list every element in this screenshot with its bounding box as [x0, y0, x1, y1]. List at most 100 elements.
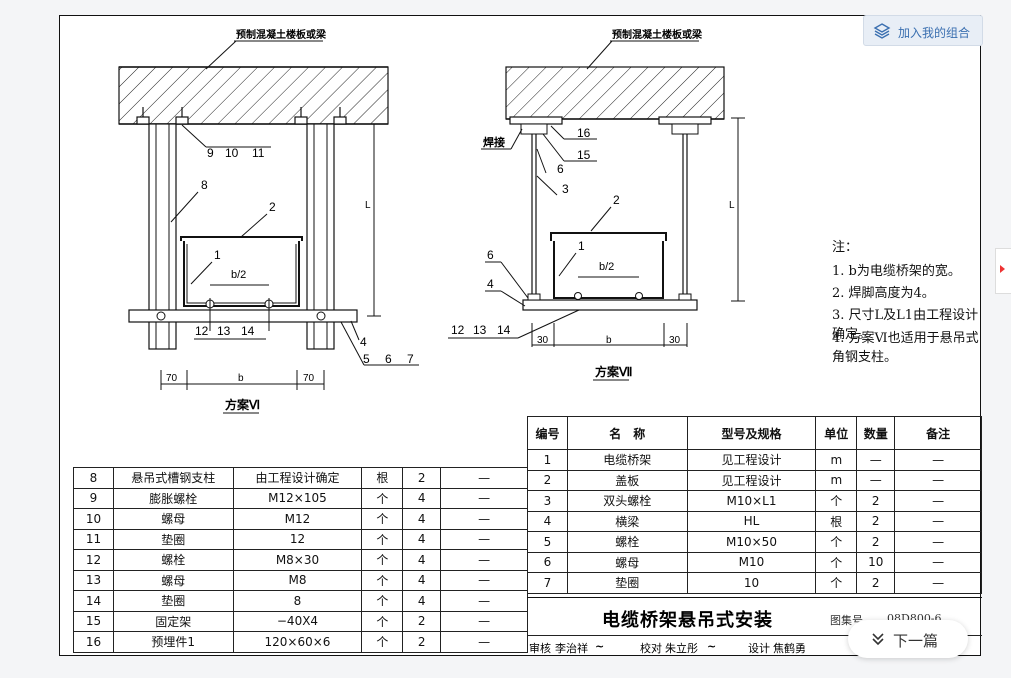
table-cell: 120×60×6: [232, 631, 363, 653]
svg-text:70: 70: [166, 373, 178, 384]
table-cell: 个: [815, 551, 858, 573]
table-cell: 双头螺栓: [566, 490, 688, 512]
sign-review-label: 审核: [529, 642, 551, 655]
add-to-collection-label: 加入我的组合: [898, 26, 971, 40]
table-cell: 个: [361, 590, 404, 612]
table-cell: —: [894, 510, 982, 532]
table-cell: 由工程设计确定: [232, 467, 363, 489]
table-cell: 个: [361, 569, 404, 591]
svg-text:12: 12: [451, 323, 465, 337]
table-cell: 1: [527, 449, 568, 471]
note-1: 1. b为电缆桥架的宽。: [832, 264, 961, 279]
table-cell: 膨胀螺栓: [112, 487, 234, 509]
table-cell: 悬吊式槽钢支柱: [112, 467, 234, 489]
table-cell: 个: [361, 549, 404, 571]
add-to-collection-button[interactable]: 加入我的组合: [863, 15, 983, 46]
svg-text:4: 4: [360, 335, 367, 349]
drawing-title: 电缆桥架悬吊式安装: [602, 610, 773, 631]
table-cell: —: [440, 487, 528, 509]
note-4: 4. 方案Ⅵ也适用于悬吊式角钢支柱。: [832, 331, 979, 365]
col-qty: 数量: [856, 416, 896, 450]
side-expand-tab[interactable]: [995, 248, 1011, 294]
sign-proof-label: 校对: [640, 642, 662, 655]
plan6-drawing: 预制混凝土楼板或梁: [118, 28, 419, 414]
table-cell: 垫圈: [112, 590, 234, 612]
table-cell: 个: [815, 531, 858, 553]
layers-icon: [873, 22, 891, 43]
table-cell: 4: [402, 528, 442, 550]
svg-text:7: 7: [407, 352, 414, 366]
table-cell: —: [894, 572, 982, 594]
table-cell: 12: [232, 528, 363, 550]
table-cell: 13: [73, 569, 114, 591]
plan7-weld-label: 焊接: [483, 135, 505, 149]
plan7-concrete-slab: [505, 66, 725, 120]
svg-text:11: 11: [252, 146, 265, 160]
sign-design-name: 焦鹤勇: [773, 642, 806, 655]
table-cell: 螺栓: [112, 549, 234, 571]
table-cell: —: [856, 449, 896, 471]
table-cell: 电缆桥架: [566, 449, 688, 471]
svg-text:b/2: b/2: [599, 261, 614, 273]
table-cell: —: [440, 467, 528, 489]
svg-text:b: b: [238, 373, 244, 384]
table-cell: 个: [361, 487, 404, 509]
table-cell: M8: [232, 569, 363, 591]
table-cell: 预埋件1: [112, 631, 234, 653]
table-cell: 个: [361, 631, 404, 653]
table-cell: —: [856, 469, 896, 491]
table-cell: 3: [527, 490, 568, 512]
table-cell: 见工程设计: [686, 449, 817, 471]
table-cell: −40X4: [232, 610, 363, 632]
table-cell: 横梁: [566, 510, 688, 532]
table-cell: 见工程设计: [686, 469, 817, 491]
table-cell: 4: [402, 487, 442, 509]
table-cell: 2: [856, 531, 896, 553]
svg-text:b/2: b/2: [231, 269, 246, 281]
table-cell: 9: [73, 487, 114, 509]
table-cell: 盖板: [566, 469, 688, 491]
svg-text:30: 30: [537, 335, 549, 346]
svg-text:14: 14: [241, 324, 255, 338]
svg-text:b: b: [606, 335, 612, 346]
svg-text:12: 12: [195, 324, 209, 338]
svg-text:14: 14: [497, 323, 511, 337]
table-cell: 固定架: [112, 610, 234, 632]
table-cell: 螺母: [112, 569, 234, 591]
svg-text:2: 2: [269, 200, 276, 214]
table-cell: 2: [856, 510, 896, 532]
svg-text:L: L: [729, 200, 735, 211]
table-cell: —: [894, 469, 982, 491]
plan6-caption: 方案Ⅵ: [225, 397, 260, 412]
table-cell: M12×105: [232, 487, 363, 509]
svg-text:13: 13: [217, 324, 231, 338]
notes-head: 注：: [832, 240, 859, 255]
col-remark: 备注: [894, 416, 982, 450]
svg-text:2: 2: [613, 193, 620, 207]
table-cell: 个: [815, 490, 858, 512]
plan7-ceiling-label: 预制混凝土楼板或梁: [612, 28, 703, 41]
next-article-label: 下一篇: [893, 632, 939, 650]
arrow-right-icon: [1000, 265, 1005, 273]
svg-text:3: 3: [562, 182, 569, 196]
svg-text:L: L: [365, 200, 371, 211]
table-cell: 16: [73, 631, 114, 653]
next-article-button[interactable]: 下一篇: [848, 620, 968, 658]
table-header-row: 编号 名 称 型号及规格 单位 数量 备注: [527, 416, 982, 450]
plan6-concrete-slab: [118, 66, 389, 125]
sign-design-label: 设计: [748, 642, 770, 655]
sign-proof-name: 朱立彤: [665, 642, 698, 655]
col-name: 名 称: [566, 416, 688, 450]
installation-drawing: 预制混凝土楼板或梁: [118, 28, 745, 414]
